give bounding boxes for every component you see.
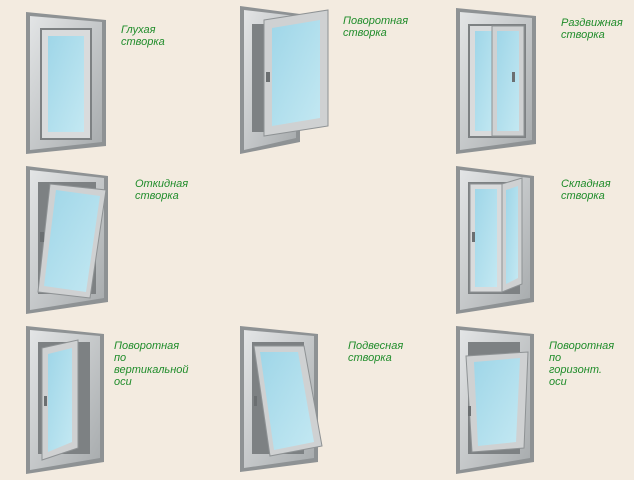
label-bottom-hung: Откидная створка	[135, 178, 189, 202]
fixed-window-diagram	[26, 12, 106, 154]
top-hung-window-diagram	[240, 326, 323, 472]
label-horizontal-pivot: Поворотная по горизонт. оси	[549, 340, 615, 388]
sliding-window-diagram	[456, 8, 536, 154]
label-side-hung: Поворотная створка	[343, 15, 409, 39]
bottom-hung-window-diagram	[26, 166, 108, 314]
label-sliding: Раздвижная створка	[561, 17, 623, 41]
label-folding: Складная створка	[561, 178, 611, 202]
vertical-pivot-window-diagram	[26, 326, 104, 474]
label-vertical-pivot: Поворотная по вертикальной оси	[114, 340, 189, 388]
horizontal-pivot-window-diagram	[456, 326, 534, 474]
folding-window-diagram	[456, 166, 534, 314]
side-hung-window-diagram	[240, 6, 329, 154]
label-fixed: Глухая створка	[121, 24, 165, 48]
label-top-hung: Подвесная створка	[348, 340, 404, 364]
